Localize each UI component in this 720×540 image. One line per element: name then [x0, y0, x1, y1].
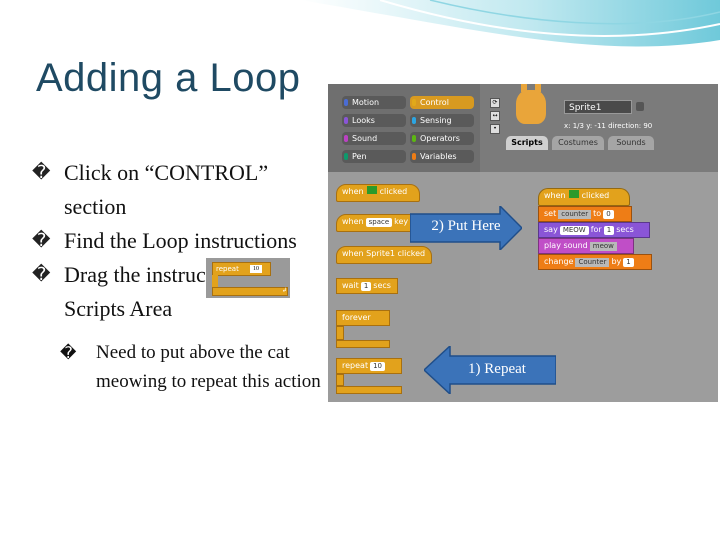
green-flag-icon: [568, 190, 579, 198]
wave-decoration: [300, 0, 720, 47]
put-here-callout: 2) Put Here: [410, 206, 522, 250]
bullet-list: � Click on “CONTROL” section � Find the …: [32, 156, 322, 396]
repeat-block-arm: [336, 374, 344, 386]
pen-color-dot: [344, 153, 348, 160]
motion-color-dot: [344, 99, 348, 106]
tab-sounds[interactable]: Sounds: [608, 136, 654, 150]
cat-sprite-icon[interactable]: [516, 84, 546, 124]
sprite-info-area: ⟳ ↔ • Sprite1 x: 1/3 y: -11 direction: 9…: [480, 84, 718, 172]
bullet-glyph: �: [60, 343, 77, 362]
variables-color-dot: [412, 153, 416, 160]
bullet-glyph: �: [32, 264, 51, 285]
green-flag-icon: [366, 186, 377, 194]
tab-costumes[interactable]: Costumes: [552, 136, 604, 150]
category-motion[interactable]: Motion: [342, 96, 406, 109]
right-arrow-icon: [410, 206, 522, 250]
bullet-glyph: �: [32, 230, 51, 251]
no-rotate-button[interactable]: •: [490, 124, 500, 134]
repeat-loop-arrow-icon: ↲: [212, 287, 288, 296]
slide-title: Adding a Loop: [36, 56, 301, 100]
category-pen[interactable]: Pen: [342, 150, 406, 163]
sensing-color-dot: [412, 117, 416, 124]
forever-block-arm: [336, 326, 344, 340]
sprite-name-field[interactable]: Sprite1: [564, 100, 632, 114]
bullet-glyph: �: [32, 162, 51, 183]
repeat-callout: 1) Repeat: [424, 346, 556, 394]
tab-scripts[interactable]: Scripts: [506, 136, 548, 150]
when-sprite-clicked-block[interactable]: when Sprite1 clicked: [336, 246, 432, 264]
sprite-coordinates: x: 1/3 y: -11 direction: 90: [564, 122, 653, 130]
rotate-style-button[interactable]: ⟳: [490, 98, 500, 108]
repeat-block-count: 10: [250, 265, 262, 273]
repeat-block-arm: [212, 275, 218, 287]
bullet-control: � Click on “CONTROL” section: [32, 156, 322, 224]
lock-icon[interactable]: [636, 102, 644, 111]
forever-block-foot: [336, 340, 390, 348]
flip-style-button[interactable]: ↔: [490, 111, 500, 121]
category-variables[interactable]: Variables: [410, 150, 474, 163]
sound-color-dot: [344, 135, 348, 142]
repeat-block-image: repeat 10 ↲: [206, 258, 290, 298]
category-panel: Motion Looks Sound Pen Control Sensing O…: [328, 84, 480, 172]
left-arrow-icon: [424, 346, 556, 394]
category-sound[interactable]: Sound: [342, 132, 406, 145]
control-color-dot: [412, 99, 416, 106]
category-sensing[interactable]: Sensing: [410, 114, 474, 127]
category-looks[interactable]: Looks: [342, 114, 406, 127]
category-operators[interactable]: Operators: [410, 132, 474, 145]
category-control[interactable]: Control: [410, 96, 474, 109]
subbullet-need: � Need to put above the cat meowing to r…: [32, 338, 322, 396]
bullet-find-loop: � Find the Loop instructions: [32, 224, 322, 258]
looks-color-dot: [344, 117, 348, 124]
forever-block[interactable]: forever: [336, 310, 390, 326]
repeat-block-foot: [336, 386, 402, 394]
repeat-block-label: repeat: [212, 262, 271, 276]
operators-color-dot: [412, 135, 416, 142]
